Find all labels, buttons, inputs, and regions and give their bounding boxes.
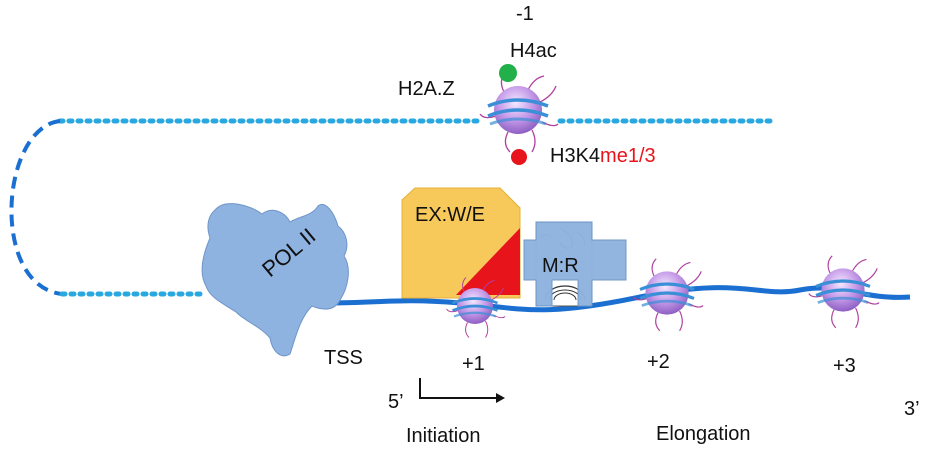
- label-plus2: +2: [647, 351, 670, 373]
- loop-dashed-dna: [9, 119, 63, 296]
- label-h3k4-group: H3K4me1/3: [550, 145, 656, 167]
- methyl-dot: [511, 149, 527, 165]
- arrow-icon: [419, 378, 500, 399]
- nucleosome-minus1: [478, 70, 560, 154]
- nucleosome-plus3: [807, 254, 881, 330]
- label-plus3: +3: [833, 355, 856, 377]
- red-triangle: [456, 228, 520, 295]
- label-initiation: Initiation: [406, 425, 481, 447]
- label-h4ac: H4ac: [510, 40, 557, 62]
- label-elongation: Elongation: [656, 423, 751, 445]
- label-minus1: -1: [516, 3, 534, 25]
- label-tss: TSS: [324, 347, 363, 369]
- label-me13: me1/3: [600, 145, 656, 167]
- label-h2az: H2A.Z: [398, 78, 455, 100]
- label-plus1: +1: [462, 353, 485, 375]
- pol2-blob: [201, 203, 349, 357]
- arrow-head: [496, 393, 505, 403]
- m-r-complex: [523, 221, 627, 307]
- label-ex-we: EX:W/E: [415, 204, 485, 226]
- label-h3k4: H3K4: [550, 145, 600, 167]
- h4ac-dot: [499, 64, 517, 82]
- label-five-prime: 5’: [388, 391, 404, 413]
- label-m-r: M:R: [542, 255, 579, 277]
- label-three-prime: 3’: [904, 398, 920, 420]
